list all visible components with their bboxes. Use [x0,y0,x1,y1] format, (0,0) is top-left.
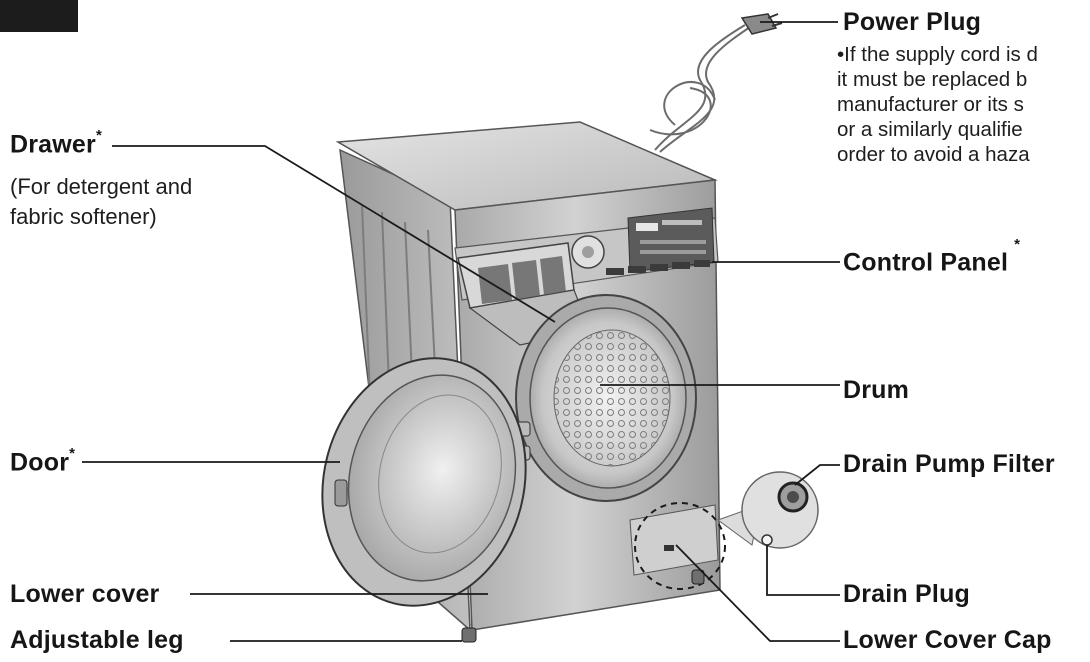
leader-drain-pump-filter [794,464,840,486]
door-asterisk: * [69,445,76,462]
lower-cover-label: Lower cover [10,580,160,608]
control-panel-label-text: Control Panel [843,248,1009,277]
button-row [606,260,710,275]
leader-drain-plug [766,545,840,596]
power-plug-note-line: manufacturer or its s [837,93,1024,116]
door-label: Door* [10,445,76,477]
power-plug-note-line: or a similarly qualifie [837,118,1023,141]
leader-lower-cover-cap [675,544,840,642]
adjustable-leg-label: Adjustable leg [10,626,184,654]
drawer-label: Drawer* [10,127,103,159]
control-panel-display [627,207,715,273]
power-plug-note: •If the supply cord is d it must be repl… [837,42,1038,167]
leader-lines [82,21,840,642]
drawer-subtitle-1: (For detergent and [10,174,193,199]
power-plug-note-line: order to avoid a haza [837,143,1030,166]
drum-opening [515,294,697,502]
drawer-asterisk: * [95,127,103,144]
plug-head [740,13,783,35]
rear-leg [691,569,705,585]
power-plug-note-line: it must be replaced b [837,68,1028,91]
drain-plug-label: Drain Plug [843,580,971,608]
power-cord [649,24,751,153]
drain-plug-cap [761,534,773,546]
lower-cover-cap-label: Lower Cover Cap [843,626,1052,654]
drawer-label-text: Drawer [10,130,96,159]
power-plug-note-line: •If the supply cord is d [837,43,1038,66]
open-door [321,357,527,607]
power-plug-label: Power Plug [843,8,982,36]
control-panel-label: Control Panel * [843,236,1020,277]
zoom-circle [634,502,726,590]
leader-drawer [112,145,556,323]
adjustable-leg [461,627,477,643]
drum-label: Drum [843,376,910,404]
door-label-text: Door [10,448,70,477]
section-tab [0,0,78,32]
drain-pump-filter-label: Drain Pump Filter [843,450,1055,478]
drawer-subtitle-2: fabric softener) [10,204,157,229]
lower-cover-panel [629,504,719,576]
callout-bubble [741,471,819,549]
control-panel-asterisk: * [1014,236,1021,253]
